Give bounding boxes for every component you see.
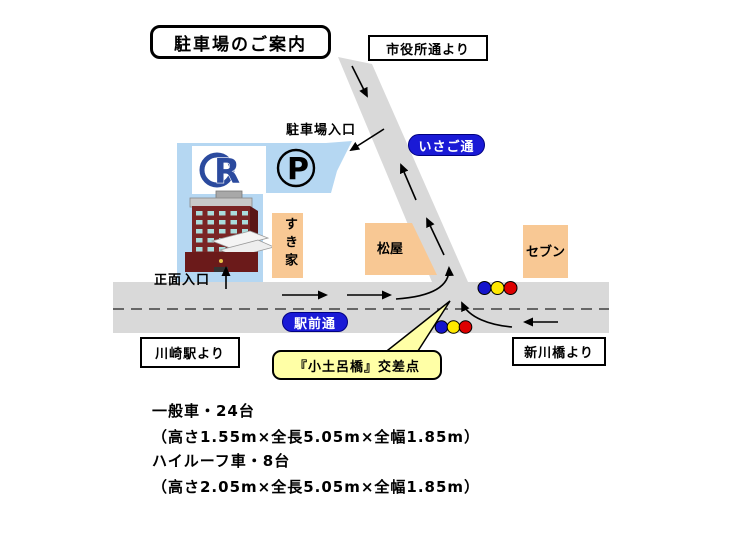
store-label-matsuya: 松屋 xyxy=(376,242,403,257)
store-label-sukiya: すき家 xyxy=(282,217,297,271)
svg-text:P: P xyxy=(287,152,309,187)
arrow-up-isago-2 xyxy=(426,217,445,256)
road-label-isago: いさご通 xyxy=(408,134,485,156)
capacity-standard-cars: 一般車・24台 xyxy=(152,402,255,420)
parking-symbol-icon: P xyxy=(276,148,316,188)
hotel-building-icon xyxy=(185,190,276,272)
logo-circle-icon xyxy=(199,152,235,188)
direction-box-shiyakusho: 市役所通より xyxy=(368,35,488,61)
arrow-right-turn-curve xyxy=(461,301,513,328)
arrow-from-shiyakusho xyxy=(351,65,368,98)
store-label-seven: セブン xyxy=(525,245,565,260)
parking-entrance-label: 駐車場入口 xyxy=(286,123,357,138)
seven-building xyxy=(523,225,568,278)
direction-box-shinkawabashi: 新川橋より xyxy=(512,337,606,366)
road-label-ekimae: 駅前通 xyxy=(282,312,348,332)
capacity-highroof-dimensions: （高さ2.05m×全長5.05m×全幅1.85m） xyxy=(152,478,481,496)
capacity-highroof-cars: ハイルーフ車・8台 xyxy=(152,452,291,470)
route-arrows xyxy=(221,65,558,328)
hotel-logo: R xyxy=(192,146,266,194)
matsuya-building xyxy=(365,223,437,275)
main-entrance-label: 正面入口 xyxy=(154,273,211,288)
traffic-signal-lower xyxy=(434,320,473,334)
logo-letter: R xyxy=(214,152,240,192)
page-title: 駐車場のご案内 xyxy=(150,25,331,59)
direction-box-kawasaki: 川崎駅より xyxy=(140,337,240,368)
capacity-standard-dimensions: （高さ1.55m×全長5.05m×全幅1.85m） xyxy=(152,428,481,446)
ekimae-road xyxy=(113,282,609,333)
traffic-signal-upper xyxy=(477,281,518,295)
intersection-callout: 『小土呂橋』交差点 xyxy=(272,350,442,380)
arrow-left-turn-curve xyxy=(395,266,454,300)
arrow-parking-entrance xyxy=(349,128,385,152)
arrow-up-isago-1 xyxy=(400,163,417,201)
sukiya-building xyxy=(272,213,303,278)
